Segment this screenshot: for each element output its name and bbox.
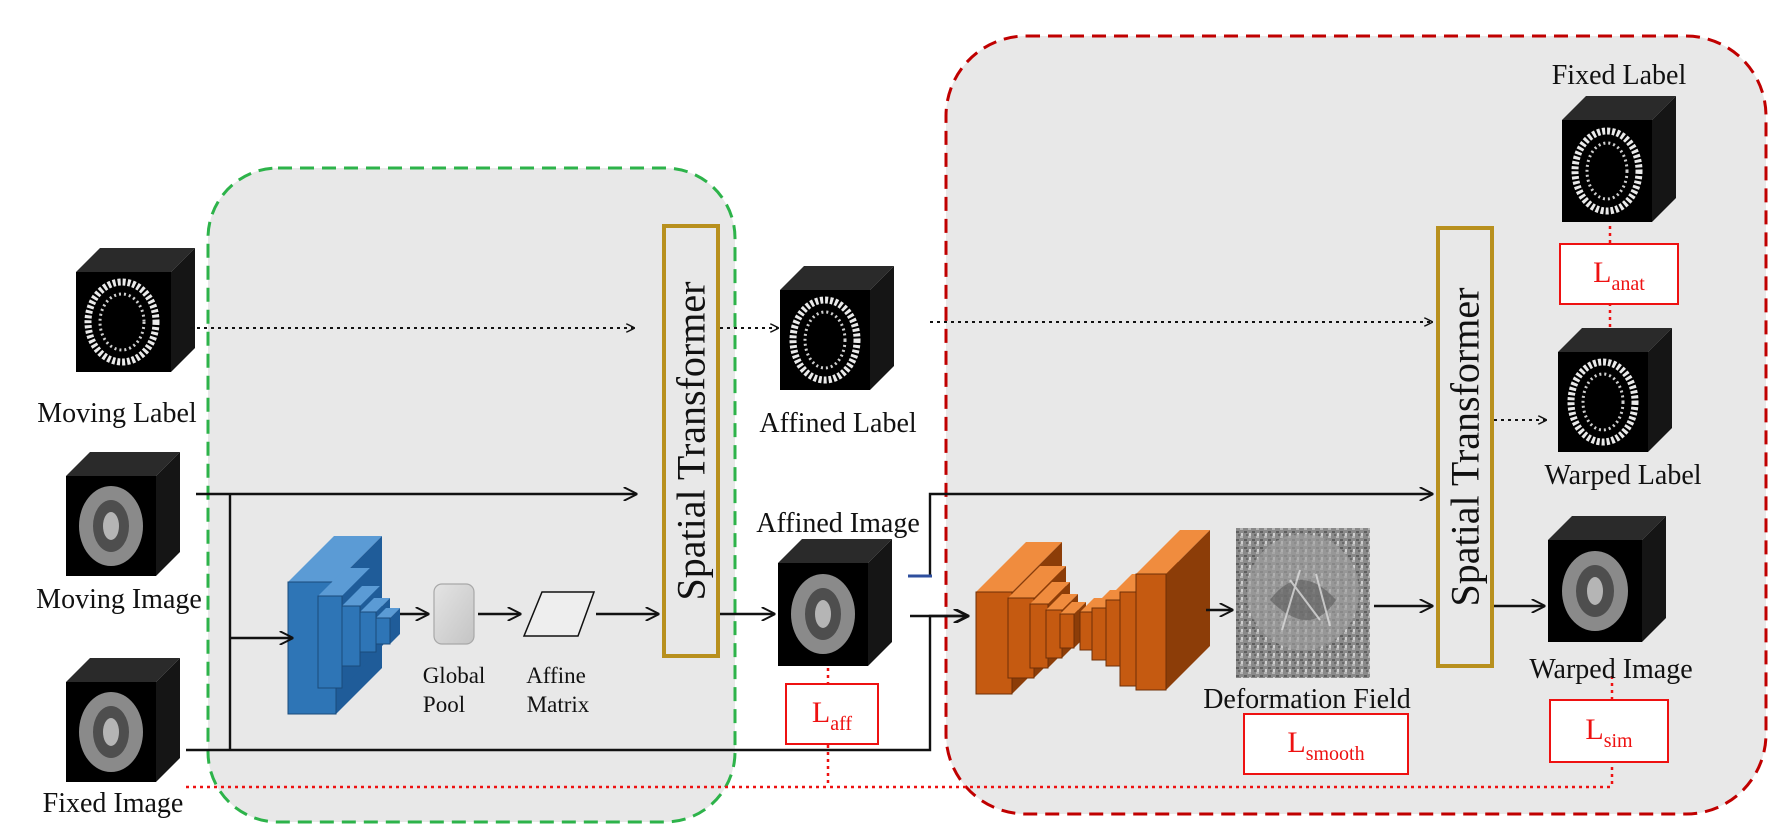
affine-matrix-caption-2: Matrix xyxy=(527,692,590,717)
loss-aff-label: Laff xyxy=(812,696,853,735)
loss-sim-box xyxy=(1549,699,1669,763)
affine-encoder-network xyxy=(287,536,400,715)
moving-image-caption: Moving Image xyxy=(36,584,202,615)
affine-matrix-caption-1: Affine xyxy=(526,663,586,688)
deformable-unet-network xyxy=(975,530,1210,695)
fixed-label-caption: Fixed Label xyxy=(1552,60,1687,91)
moving-label-caption: Moving Label xyxy=(37,398,197,429)
global-pool-caption-2: Pool xyxy=(423,692,465,717)
affined-image-cube xyxy=(778,539,892,666)
warped-label-caption: Warped Label xyxy=(1544,460,1701,491)
loss-aff-box xyxy=(785,683,879,745)
loss-anat-label: Lanat xyxy=(1593,256,1645,295)
loss-anat-box xyxy=(1559,243,1679,305)
warped-image-cube xyxy=(1548,516,1666,642)
loss-smooth-box xyxy=(1243,713,1409,775)
fixed-image-cube xyxy=(66,658,180,782)
affined-label-cube xyxy=(780,266,894,390)
warped-label-cube xyxy=(1558,328,1672,452)
loss-sim-label: Lsim xyxy=(1585,713,1633,752)
moving-label-cube xyxy=(76,248,195,372)
loss-smooth-label: Lsmooth xyxy=(1287,726,1364,765)
spatial-transformer-1 xyxy=(662,224,720,658)
global-pool-block xyxy=(433,583,475,645)
moving-image-cube xyxy=(66,452,180,576)
affine-matrix-shape xyxy=(522,591,596,637)
spatial-transformer-2-label: Spatial Transformer xyxy=(1443,288,1488,607)
spatial-transformer-1-label: Spatial Transformer xyxy=(669,282,714,601)
affined-image-caption: Affined Image xyxy=(756,508,920,539)
global-pool-caption-1: Global xyxy=(423,663,486,688)
warped-image-caption: Warped Image xyxy=(1529,654,1692,685)
spatial-transformer-2 xyxy=(1436,226,1494,668)
fixed-label-cube xyxy=(1562,96,1676,222)
deformation-field-image xyxy=(1236,528,1370,678)
fixed-image-caption: Fixed Image xyxy=(43,788,184,819)
affined-label-caption: Affined Label xyxy=(759,408,917,439)
deformation-field-caption: Deformation Field xyxy=(1203,684,1411,715)
